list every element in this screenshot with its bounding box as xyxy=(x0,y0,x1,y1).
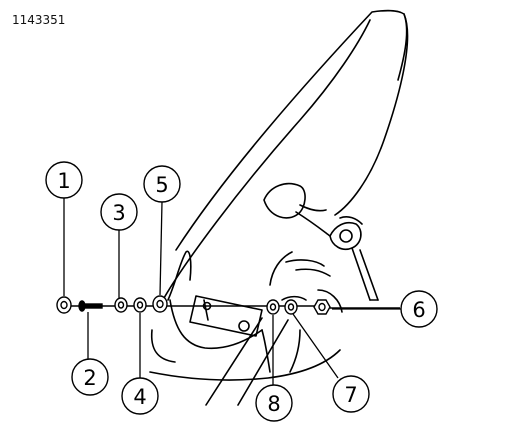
callout-number: 1 xyxy=(57,169,70,193)
leader-lines xyxy=(63,198,401,385)
callout-number: 6 xyxy=(412,298,425,322)
callout-6: 6 xyxy=(400,290,438,328)
part-5-grommet xyxy=(152,295,168,313)
callout-8: 8 xyxy=(255,384,293,422)
callout-number: 4 xyxy=(133,385,146,409)
callout-number: 2 xyxy=(83,366,96,390)
figure-id: 1143351 xyxy=(12,13,66,27)
part-1-cap-nut xyxy=(56,296,72,314)
callout-7: 7 xyxy=(332,375,370,413)
callout-5: 5 xyxy=(143,165,181,203)
part-2-screw xyxy=(78,300,103,312)
callout-number: 5 xyxy=(155,173,168,197)
part-7-washer xyxy=(284,299,298,315)
part-6-nut xyxy=(313,299,331,315)
windshield-drawing xyxy=(149,9,409,406)
callout-number: 3 xyxy=(112,201,125,225)
callout-number: 8 xyxy=(267,392,280,416)
callout-1: 1 xyxy=(45,161,83,199)
part-8-washer xyxy=(266,299,280,315)
callout-number: 7 xyxy=(344,383,357,407)
part-4-washer xyxy=(133,297,147,313)
callout-3: 3 xyxy=(100,193,138,231)
callout-4: 4 xyxy=(121,377,159,415)
callout-2: 2 xyxy=(71,358,109,396)
part-3-washer xyxy=(114,297,128,313)
